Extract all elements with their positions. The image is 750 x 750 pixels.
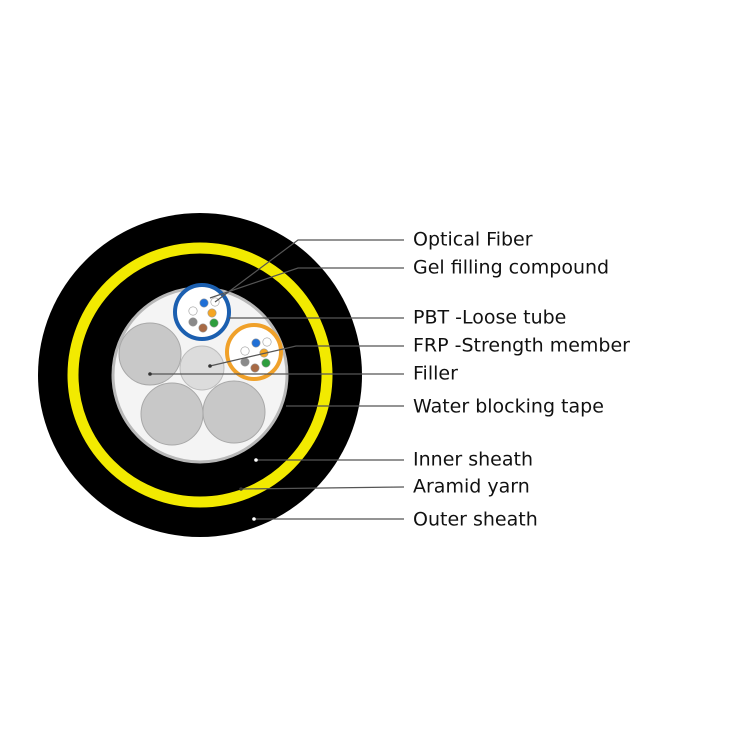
- leader-dot: [148, 372, 152, 376]
- frp-strength-member: [179, 345, 225, 391]
- leader-dot: [252, 517, 256, 521]
- fiber: [188, 306, 198, 316]
- label-optical-fiber: Optical Fiber: [413, 229, 533, 251]
- fiber: [240, 346, 250, 356]
- leader-dots: [148, 364, 258, 521]
- fiber: [251, 338, 261, 348]
- fiber: [207, 308, 217, 318]
- leader-lines: [150, 239, 405, 520]
- leader-dot: [208, 364, 212, 368]
- leader-aramid-yarn: [240, 486, 405, 490]
- filler-rod-left: [118, 322, 182, 386]
- filler-rod-bottom-right: [202, 380, 266, 444]
- fiber: [262, 337, 272, 347]
- aramid-yarn-ring: [67, 242, 333, 508]
- leader-optical-fiber: [214, 239, 404, 303]
- fiber-group-orange-tube: [240, 337, 272, 373]
- fiber: [188, 317, 198, 327]
- label-inner-sheath: Inner sheath: [413, 449, 533, 471]
- leader-gel-filling-compound: [209, 267, 404, 299]
- label-gel-filling-compound: Gel filling compound: [413, 257, 609, 279]
- label-pbt-loose-tube: PBT -Loose tube: [413, 307, 566, 329]
- label-filler: Filler: [413, 363, 458, 385]
- leader-dot: [239, 487, 243, 491]
- label-aramid-yarn: Aramid yarn: [413, 476, 530, 498]
- labels: Optical Fiber Gel filling compound PBT -…: [413, 229, 630, 531]
- label-frp-strength-member: FRP -Strength member: [413, 335, 630, 357]
- leader-frp-strength-member: [209, 345, 404, 367]
- fiber: [199, 298, 209, 308]
- label-water-blocking-tape: Water blocking tape: [413, 396, 604, 418]
- fiber: [198, 323, 208, 333]
- fiber: [261, 358, 271, 368]
- fiber: [209, 318, 219, 328]
- leader-dot: [254, 458, 258, 462]
- label-outer-sheath: Outer sheath: [413, 509, 538, 531]
- fiber: [250, 363, 260, 373]
- filler-rod-bottom-left: [140, 382, 204, 446]
